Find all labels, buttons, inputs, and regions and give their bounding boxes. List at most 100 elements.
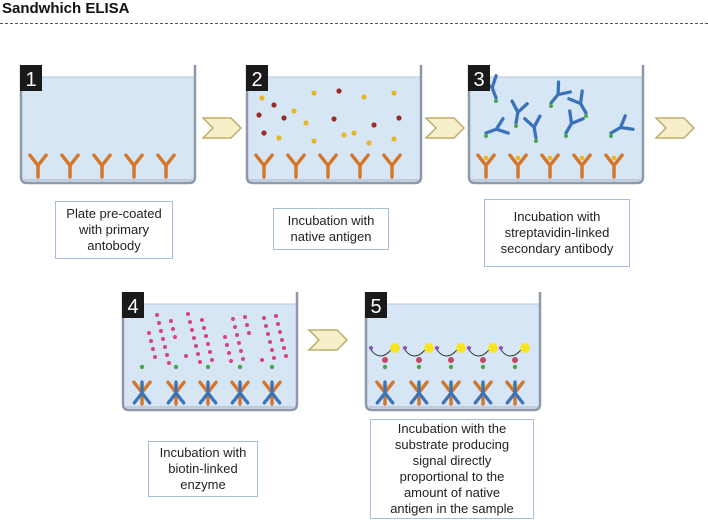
antigen-dot	[291, 108, 297, 114]
streptavidin-tag	[416, 364, 422, 370]
antibody-icon	[505, 380, 525, 405]
step-number-badge	[246, 65, 268, 91]
enzyme-dot	[169, 319, 173, 323]
antibody-icon	[572, 153, 592, 179]
well-4: 4	[121, 292, 299, 412]
bound-antigen	[547, 155, 553, 161]
enzyme-dot	[149, 339, 153, 343]
reaction-arc	[500, 349, 522, 357]
enzyme-bound	[382, 357, 388, 363]
well-2: 2	[245, 65, 423, 185]
enzyme-dot	[280, 338, 284, 342]
enzyme-dot	[204, 334, 208, 338]
antibody-icon	[166, 380, 186, 405]
antigen-dot	[341, 132, 347, 138]
enzyme-dot	[278, 330, 282, 334]
signal-glow	[424, 343, 434, 353]
step-5-caption-text: Incubation with the substrate producing …	[390, 421, 514, 516]
enzyme-dot	[173, 335, 177, 339]
antibody-icon	[523, 114, 542, 140]
enzyme-dot	[202, 326, 206, 330]
substrate-dot	[369, 346, 373, 350]
reaction-arc	[468, 349, 490, 357]
enzyme-dot	[208, 350, 212, 354]
well-wall	[245, 65, 423, 185]
step-arrow-1-2	[201, 117, 243, 139]
step-3-caption: Incubation with streptavidin-linked seco…	[484, 199, 630, 267]
diagram-title: Sandwhich ELISA	[2, 0, 130, 17]
step-arrow-3-4	[654, 117, 696, 139]
enzyme-dot	[190, 328, 194, 332]
enzyme-dot	[210, 358, 214, 362]
streptavidin-tag	[584, 114, 588, 118]
streptavidin-tag	[484, 134, 488, 138]
antigen-dot	[361, 94, 367, 100]
enzyme-dot	[235, 333, 239, 337]
enzyme-dot	[188, 320, 192, 324]
enzyme-dot	[233, 325, 237, 329]
substrate-dot	[467, 346, 471, 350]
substrate-dot	[435, 346, 439, 350]
enzyme-dot	[237, 341, 241, 345]
step-4-caption: Incubation with biotin-linked enzyme	[148, 441, 258, 497]
antibody-icon	[609, 114, 635, 135]
signal-glow	[488, 343, 498, 353]
enzyme-dot	[227, 351, 231, 355]
antigen-dot	[396, 115, 402, 121]
antibody-icon	[60, 153, 80, 179]
enzyme-dot	[171, 327, 175, 331]
signal-glow	[390, 343, 400, 353]
enzyme-bound	[416, 357, 422, 363]
enzyme-dot	[245, 323, 249, 327]
step-3-caption-text: Incubation with streptavidin-linked seco…	[500, 209, 614, 256]
streptavidin-tag	[534, 139, 538, 143]
enzyme-dot	[284, 354, 288, 358]
streptavidin-tag	[173, 364, 179, 370]
streptavidin-tag	[269, 364, 275, 370]
antibody-icon	[484, 116, 510, 135]
well-wall	[364, 292, 542, 412]
antigen-dot	[259, 95, 265, 101]
step-number-badge	[122, 292, 144, 318]
enzyme-dot	[194, 344, 198, 348]
streptavidin-tag	[512, 364, 518, 370]
well-5: 5	[364, 292, 542, 412]
antigen-dot	[391, 90, 397, 96]
enzyme-dot	[268, 340, 272, 344]
enzyme-dot	[165, 353, 169, 357]
step-number: 1	[25, 69, 36, 91]
well-wall	[467, 65, 645, 185]
antibody-icon	[286, 153, 306, 179]
antibody-icon	[230, 380, 250, 405]
step-number-badge	[468, 65, 490, 91]
enzyme-dot	[270, 348, 274, 352]
well-wall	[121, 292, 299, 412]
enzyme-dot	[247, 331, 251, 335]
streptavidin-tag	[205, 364, 211, 370]
streptavidin-tag	[514, 124, 518, 128]
well-3: 3	[467, 65, 645, 185]
enzyme-dot	[243, 315, 247, 319]
enzyme-dot	[184, 354, 188, 358]
step-arrow-4-5	[307, 329, 349, 351]
enzyme-dot	[262, 316, 266, 320]
antibody-icon	[604, 153, 624, 179]
streptavidin-tag	[564, 134, 568, 138]
step-2-caption-text: Incubation with native antigen	[287, 213, 375, 244]
antigen-dot	[336, 88, 342, 94]
liquid-fill	[21, 77, 195, 183]
antigen-dot	[281, 115, 287, 121]
enzyme-dot	[231, 317, 235, 321]
antigen-dot	[351, 130, 357, 136]
step-number-badge	[20, 65, 42, 91]
enzyme-dot	[241, 357, 245, 361]
enzyme-dot	[163, 345, 167, 349]
bound-antigen	[515, 155, 521, 161]
streptavidin-tag	[609, 134, 613, 138]
enzyme-dot	[264, 324, 268, 328]
reaction-arc	[436, 349, 458, 357]
antibody-icon	[375, 380, 395, 405]
antigen-dot	[256, 112, 262, 118]
step-number: 3	[473, 69, 484, 91]
enzyme-dot	[157, 321, 161, 325]
